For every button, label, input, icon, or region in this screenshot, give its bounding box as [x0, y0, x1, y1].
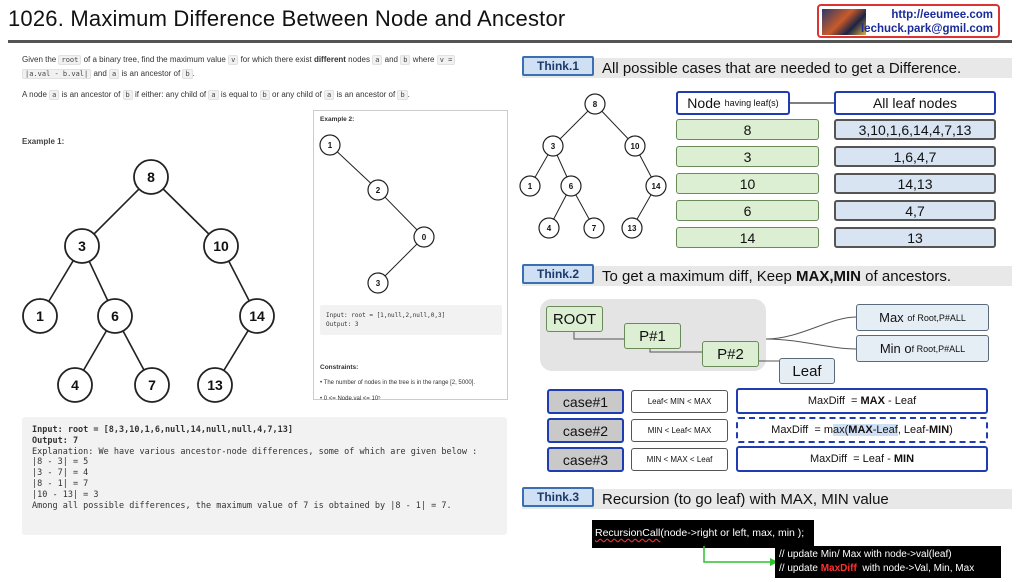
row-leaves: 1,6,4,7 — [834, 146, 996, 167]
constraint-item: • The number of nodes in the tree is in … — [320, 380, 476, 386]
header-all-leaf-nodes: All leaf nodes — [834, 91, 996, 115]
row-leaves: 4,7 — [834, 200, 996, 221]
root-node: ROOT — [546, 306, 603, 332]
row-node: 14 — [676, 227, 819, 248]
badge-url[interactable]: http://eeumee.com — [891, 9, 993, 21]
tree-node: 3 — [78, 238, 86, 254]
case1-label: case#1 — [547, 389, 624, 414]
tree-node: 1 — [528, 182, 533, 191]
problem-description: Given the root of a binary tree, find th… — [22, 53, 492, 81]
think3-tab: Think.3 — [522, 487, 594, 507]
think1-text: All possible cases that are needed to ge… — [602, 60, 962, 77]
think3-bar — [522, 489, 1012, 509]
page-title: 1026. Maximum Difference Between Node an… — [8, 6, 566, 31]
tree-node: 10 — [631, 142, 640, 151]
case3-label: case#3 — [547, 447, 624, 472]
think1-bar — [522, 58, 1012, 78]
tree-node: 8 — [593, 100, 598, 109]
max-of-ancestors: Max of Root,P#ALL — [856, 304, 989, 331]
case1-formula: MaxDiff = MAX - Leaf — [736, 388, 988, 414]
constraint-item: • 0 <= Node.val <= 10⁵ — [320, 396, 381, 402]
row-node: 10 — [676, 173, 819, 194]
example2-tree: 1 2 0 3 — [319, 134, 435, 294]
example1-title: Example 1: — [22, 137, 65, 146]
case3-condition: MIN < MAX < Leaf — [631, 448, 728, 471]
header-connector — [788, 102, 836, 104]
example2-output: Output: 3 — [326, 321, 359, 328]
think1-tree: 8 3 10 1 6 14 4 7 13 — [519, 93, 667, 239]
tree-node: 2 — [376, 186, 381, 195]
row-node: 8 — [676, 119, 819, 140]
tree-node: 8 — [147, 169, 155, 185]
badge-email[interactable]: lechuck.park@gmil.com — [860, 23, 993, 35]
row-leaves: 14,13 — [834, 173, 996, 194]
think3-text: Recursion (to go leaf) with MAX, MIN val… — [602, 491, 889, 508]
row-node: 3 — [676, 146, 819, 167]
leaf-node: Leaf — [779, 358, 835, 384]
row-node: 6 — [676, 200, 819, 221]
tree-node: 4 — [547, 224, 552, 233]
title-divider — [8, 40, 1012, 43]
think2-bar — [522, 266, 1012, 286]
example2-io: Input: root = [1,null,2,null,0,3] Output… — [320, 305, 502, 335]
author-avatar — [822, 9, 866, 35]
update-comments: // update Min/ Max with node->val(leaf) … — [775, 546, 1001, 578]
case2-condition: MIN < Leaf< MAX — [631, 419, 728, 442]
example1-explanation: Input: root = [8,3,10,1,6,null,14,null,n… — [22, 417, 507, 535]
think2-text: To get a maximum diff, Keep MAX,MIN of a… — [602, 268, 952, 285]
tree-node: 7 — [148, 377, 156, 393]
tree-node: 6 — [111, 308, 119, 324]
think2-tab: Think.2 — [522, 264, 594, 284]
author-badge: http://eeumee.com lechuck.park@gmil.com — [817, 4, 1000, 38]
p1-node: P#1 — [624, 323, 681, 349]
tree-node: 1 — [36, 308, 44, 324]
constraints-title: Constraints: — [320, 364, 359, 371]
tree-node: 3 — [551, 142, 556, 151]
header-node-having-leaf: Node having leaf(s) — [676, 91, 790, 115]
recursion-call-code: RecursionCall(node->right or left, max, … — [592, 520, 814, 548]
example1-tree: 8 3 10 1 6 14 4 7 13 — [22, 159, 275, 403]
recursion-arrow — [703, 546, 778, 566]
think1-tab: Think.1 — [522, 56, 594, 76]
tree-node: 3 — [376, 279, 381, 288]
tree-node: 14 — [652, 182, 661, 191]
case3-formula: MaxDiff = Leaf - MIN — [736, 446, 988, 472]
example2-input: Input: root = [1,null,2,null,0,3] — [326, 312, 446, 319]
tree-node: 13 — [207, 377, 223, 393]
tree-node: 4 — [71, 377, 79, 393]
tree-node: 6 — [569, 182, 574, 191]
tree-node: 1 — [328, 141, 333, 150]
tree-node: 14 — [249, 308, 265, 324]
case2-label: case#2 — [547, 418, 624, 443]
tree-node: 13 — [628, 224, 637, 233]
case1-condition: Leaf< MIN < MAX — [631, 390, 728, 413]
row-leaves: 13 — [834, 227, 996, 248]
example2-card — [313, 110, 508, 400]
p2-node: P#2 — [702, 341, 759, 367]
row-leaves: 3,10,1,6,14,4,7,13 — [834, 119, 996, 140]
ancestor-definition: A node a is an ancestor of b if either: … — [22, 90, 410, 100]
tree-node: 0 — [422, 233, 427, 242]
example2-title: Example 2: — [320, 116, 355, 123]
tree-node: 10 — [213, 238, 229, 254]
tree-node: 7 — [592, 224, 597, 233]
